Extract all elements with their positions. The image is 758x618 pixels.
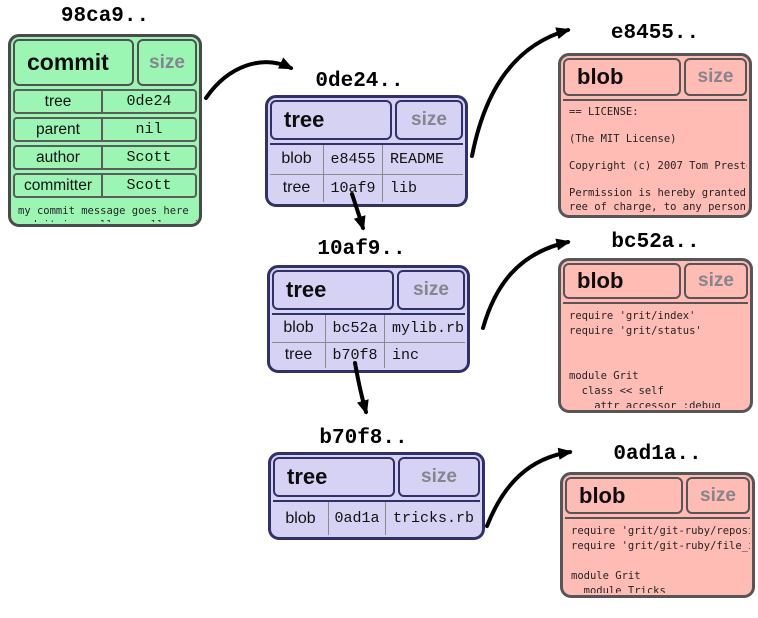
blob-object-box-bc52a: blob size require 'grit/index' require '… [558,258,753,413]
entry-name: lib [383,173,463,203]
object-type-header: blob [565,477,683,514]
object-type-header: commit [13,39,134,86]
object-type-header: tree [270,100,392,140]
object-size-header: size [684,263,748,299]
object-size-header: size [395,100,463,140]
blob-content: require 'grit/index' require 'grit/statu… [569,310,721,408]
hash-label-e8455: e8455.. [610,22,700,45]
entry-type: blob [272,315,326,342]
entry-name: inc [385,341,465,369]
object-type-header: tree [272,270,394,310]
field-value: nil [135,121,163,138]
entry-type: tree [270,173,324,202]
entry-type: blob [270,145,324,174]
hash-label-b70f8: b70f8.. [319,427,408,450]
tree-header: tree size [270,100,463,140]
object-type-header: blob [563,263,681,299]
entry-hash: e8455 [324,145,383,174]
field-value: Scott [126,177,172,194]
entry-type: blob [273,502,329,535]
commit-fields: tree 0de24 parent nil author Scott commi… [13,89,197,198]
arrow-tree-0de24-to-blob-e8455 [470,27,571,158]
tree-object-box-0de24: tree size blob e8455 README tree 10af9 l… [265,95,468,207]
blob-header: blob size [563,263,748,299]
commit-object-box: commit size tree 0de24 parent nil author… [8,34,202,227]
entry-type: tree [272,341,326,368]
object-size-header: size [684,58,747,96]
tree-entries: blob 0ad1a tricks.rb [273,500,480,535]
hash-label-0ad1a: 0ad1a.. [613,443,702,466]
arrow-tree-b70f8-to-blob-0ad1a [485,447,573,528]
commit-header: commit size [13,39,197,86]
field-key: committer [15,175,103,196]
tree-header: tree size [272,270,465,310]
entry-hash: 0ad1a [329,502,386,535]
blob-content: == LICENSE: (The MIT License) Copyright … [569,106,747,213]
tree-entries: blob e8455 README tree 10af9 lib [270,143,463,202]
hash-label-98ca9: 98ca9.. [60,5,150,28]
field-value: Scott [126,149,172,166]
tree-entries: blob bc52a mylib.rb tree b70f8 inc [272,313,465,368]
tree-object-box-b70f8: tree size blob 0ad1a tricks.rb [268,452,485,540]
field-key: tree [15,91,103,112]
commit-field-row: committer Scott [13,173,197,198]
blob-content: require 'grit/git-ruby/reposi require 'g… [571,525,750,593]
object-size-header: size [398,457,480,497]
hash-label-bc52a: bc52a.. [611,231,700,254]
object-type-header: tree [273,457,395,497]
blob-header: blob size [563,58,747,96]
entry-hash: bc52a [326,315,385,342]
arrow-tree-10af9-to-blob-bc52a [481,238,571,330]
blob-content-area: require 'grit/git-ruby/reposi require 'g… [565,517,750,593]
entry-name: tricks.rb [393,510,475,527]
blob-header: blob size [565,477,750,514]
entry-hash: b70f8 [326,341,385,368]
blob-object-box-0ad1a: blob size require 'grit/git-ruby/reposi … [560,472,755,598]
blob-object-box-e8455: blob size == LICENSE: (The MIT License) … [558,53,752,218]
field-key: author [15,147,103,168]
commit-message: my commit message goes here and it is re… [18,205,197,222]
field-key: parent [15,119,103,140]
blob-content-area: require 'grit/index' require 'grit/statu… [563,302,748,408]
commit-field-row: tree 0de24 [13,89,197,114]
field-value: 0de24 [126,93,172,110]
object-size-header: size [397,270,465,310]
object-size-header: size [686,477,750,514]
tree-header: tree size [273,457,480,497]
object-type-header: blob [563,58,681,96]
entry-name: mylib.rb [392,319,465,337]
hash-label-0de24: 0de24.. [315,70,404,93]
blob-content-area: == LICENSE: (The MIT License) Copyright … [563,99,747,213]
hash-label-10af9: 10af9.. [317,238,406,261]
commit-field-row: author Scott [13,145,197,170]
entry-name: README [390,150,445,168]
object-size-header: size [137,39,197,86]
entry-hash: 10af9 [324,173,383,202]
commit-field-row: parent nil [13,117,197,142]
tree-object-box-10af9: tree size blob bc52a mylib.rb tree b70f8… [267,265,470,373]
